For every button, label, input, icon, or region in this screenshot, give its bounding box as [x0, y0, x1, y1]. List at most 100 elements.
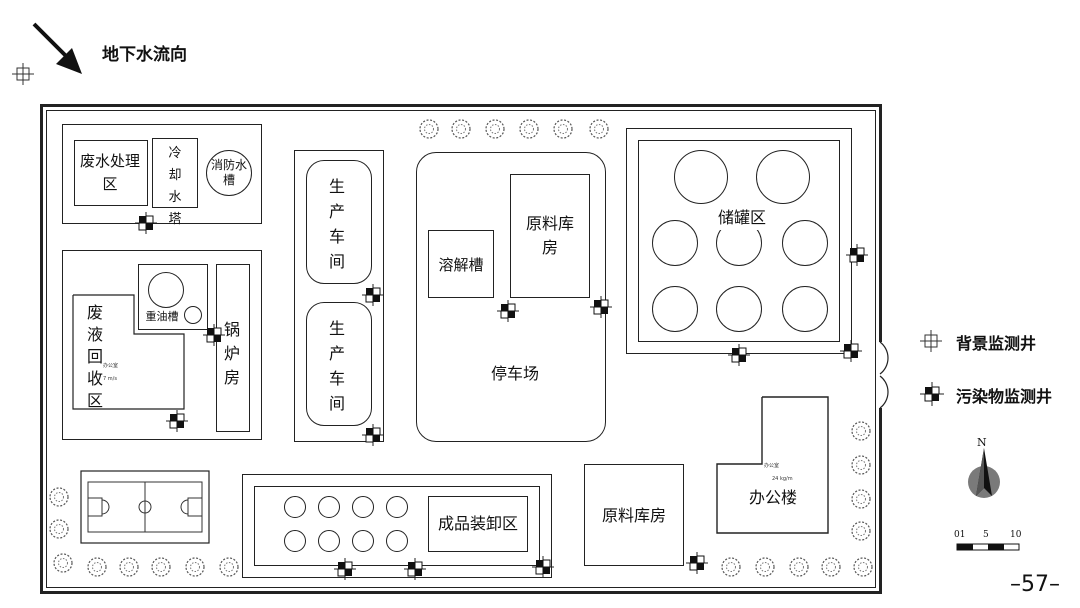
dissolving-tank: [428, 230, 494, 298]
pollutant-well-icon: [135, 212, 157, 234]
heavy-oil-tank: [148, 272, 184, 308]
tree-icon: [754, 556, 776, 578]
product-tank: [284, 496, 306, 518]
scale-bar-icon: [956, 541, 1020, 553]
heavy-oil-small-tank: [184, 306, 202, 324]
workshop-2: [306, 302, 372, 426]
north-label: N: [977, 436, 987, 449]
tank: [674, 150, 728, 204]
office-note-1: 办公室: [764, 463, 780, 469]
wastewater-treatment-area: [74, 140, 148, 206]
workshop-2-label: 生产车间: [328, 319, 347, 413]
tree-icon: [518, 118, 540, 140]
tank: [716, 286, 762, 332]
office-note-2: 24 kg/m: [772, 476, 793, 482]
office-building-label: 办公楼: [748, 488, 797, 507]
waste-note-2: 7 m/s: [103, 376, 117, 382]
product-tank: [386, 496, 408, 518]
pollutant-well-icon: [532, 556, 554, 578]
product-tank: [352, 496, 374, 518]
scale-label-0: 01: [954, 530, 966, 540]
product-tank: [318, 496, 340, 518]
fire-water-tank: [206, 150, 252, 196]
tree-icon: [588, 118, 610, 140]
north-arrow-icon: [962, 436, 1006, 512]
parking-label: 停车场: [490, 364, 539, 383]
product-loading-label: 成品装卸区: [437, 514, 518, 533]
pollutant-well-icon: [203, 324, 225, 346]
pollutant-well-icon: [362, 424, 384, 446]
pollutant-well-icon: [334, 558, 356, 580]
dissolving-tank-label: 溶解槽: [438, 256, 484, 274]
raw-material-store-top: [510, 174, 590, 298]
product-loading-area: [428, 496, 528, 552]
pollutant-well-icon: [590, 296, 612, 318]
legend-background-well-label: 背景监测井: [956, 334, 1037, 353]
page-number: –57–: [1010, 572, 1060, 597]
tree-icon: [118, 556, 140, 578]
tree-icon: [850, 488, 872, 510]
cooling-tower-label: 冷却水塔: [168, 146, 184, 227]
legend-pollutant-well-label: 污染物监测井: [956, 387, 1053, 406]
boiler-room-label: 锅炉房: [223, 320, 242, 387]
tree-icon: [150, 556, 172, 578]
pollutant-well-icon: [840, 340, 862, 362]
tree-icon: [484, 118, 506, 140]
product-tank: [352, 530, 374, 552]
tree-icon: [850, 520, 872, 542]
tree-icon: [48, 518, 70, 540]
pollutant-well-icon: [846, 244, 868, 266]
tank: [756, 150, 810, 204]
tree-icon: [788, 556, 810, 578]
office-building: [716, 396, 830, 534]
pollutant-well-icon: [920, 382, 944, 406]
waste-liquid-area: [72, 294, 186, 410]
raw-material-store-top-label: 原料库房: [526, 214, 575, 257]
background-well-icon: [920, 330, 942, 352]
tree-icon: [86, 556, 108, 578]
scale-label-10: 10: [1010, 530, 1022, 540]
waste-note-1: 办公室: [103, 363, 119, 369]
tree-icon: [418, 118, 440, 140]
pollutant-well-icon: [686, 552, 708, 574]
flow-arrow-icon: [28, 20, 88, 80]
wastewater-treatment-label: 废水处理区: [80, 152, 141, 193]
pollutant-well-icon: [497, 300, 519, 322]
product-tank: [284, 530, 306, 552]
tree-icon: [552, 118, 574, 140]
tree-icon: [850, 454, 872, 476]
waste-liquid-label: 废液回收区: [86, 303, 105, 410]
background-well-icon: [12, 63, 34, 85]
pollutant-well-icon: [728, 344, 750, 366]
boiler-room: [216, 264, 250, 432]
gate: [870, 330, 910, 420]
tree-icon: [720, 556, 742, 578]
product-tank: [386, 530, 408, 552]
tree-icon: [52, 552, 74, 574]
tree-icon: [184, 556, 206, 578]
tree-icon: [450, 118, 472, 140]
tank: [782, 286, 828, 332]
pollutant-well-icon: [166, 410, 188, 432]
tank: [782, 220, 828, 266]
sports-court: [80, 470, 210, 544]
tree-icon: [852, 556, 874, 578]
tree-icon: [48, 486, 70, 508]
tank: [652, 286, 698, 332]
pollutant-well-icon: [404, 558, 426, 580]
workshop-1: [306, 160, 372, 284]
scale-label-5: 5: [983, 530, 989, 540]
heavy-oil-label: 重油槽: [145, 310, 179, 323]
raw-material-store-bottom-label: 原料库房: [601, 506, 666, 525]
tree-icon: [820, 556, 842, 578]
pollutant-well-icon: [362, 284, 384, 306]
fire-water-tank-label: 消防水槽: [211, 158, 248, 187]
cooling-tower: [152, 138, 198, 208]
tank: [652, 220, 698, 266]
workshop-1-label: 生产车间: [328, 177, 347, 271]
product-tank: [318, 530, 340, 552]
tank-farm-label: 储罐区: [710, 206, 774, 230]
flow-direction-label: 地下水流向: [102, 45, 187, 65]
tree-icon: [850, 420, 872, 442]
raw-material-store-bottom: [584, 464, 684, 566]
